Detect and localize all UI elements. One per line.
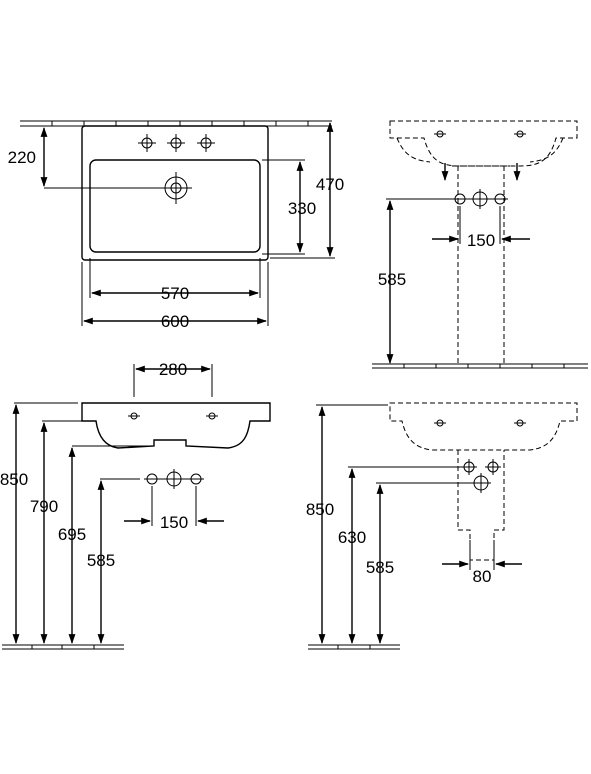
side-pedestal-view: 150 585 bbox=[372, 120, 588, 369]
dim-150-label-side: 150 bbox=[467, 231, 495, 250]
tap-holes-side bbox=[434, 130, 526, 138]
tap-holes-top bbox=[138, 134, 215, 152]
dim-850-label-pedestal: 850 bbox=[306, 500, 334, 519]
dim-330-label: 330 bbox=[288, 199, 316, 218]
floor-line-side bbox=[372, 363, 588, 369]
floor-line-pedestal bbox=[308, 644, 400, 650]
dim-790-label: 790 bbox=[30, 497, 58, 516]
pipe-connections-front bbox=[144, 469, 204, 489]
dim-695-label: 695 bbox=[58, 525, 86, 544]
dim-570-label: 570 bbox=[161, 284, 189, 303]
dim-80-label: 80 bbox=[473, 567, 492, 586]
dim-850-label-front: 850 bbox=[0, 470, 28, 489]
dim-585-label-front: 585 bbox=[87, 551, 115, 570]
tap-holes-front-pedestal bbox=[434, 419, 526, 427]
dim-585-label-pedestal: 585 bbox=[366, 558, 394, 577]
floor-line-front bbox=[2, 644, 124, 650]
basin-outer-outline bbox=[81, 125, 269, 261]
front-pedestal-view: 850 630 585 80 bbox=[306, 402, 578, 650]
dim-630-label: 630 bbox=[338, 528, 366, 547]
dim-470-label: 470 bbox=[316, 175, 344, 194]
basin-bowl-outline bbox=[89, 159, 261, 253]
pipe-connections-front-pedestal bbox=[461, 459, 501, 493]
dim-150-label-front: 150 bbox=[160, 513, 188, 532]
wall-line bbox=[20, 120, 332, 127]
tap-holes-front bbox=[128, 412, 218, 420]
front-view-wall-hung: 280 150 850 790 695 585 bbox=[0, 360, 271, 650]
dim-220-label: 220 bbox=[8, 148, 36, 167]
top-plan-view: 220 330 470 570 600 bbox=[8, 120, 344, 331]
dim-280-label: 280 bbox=[159, 360, 187, 379]
pipe-connections-side bbox=[452, 189, 508, 209]
dim-600-label: 600 bbox=[161, 312, 189, 331]
basin-front-profile bbox=[81, 402, 271, 449]
dim-585-label-side: 585 bbox=[378, 270, 406, 289]
